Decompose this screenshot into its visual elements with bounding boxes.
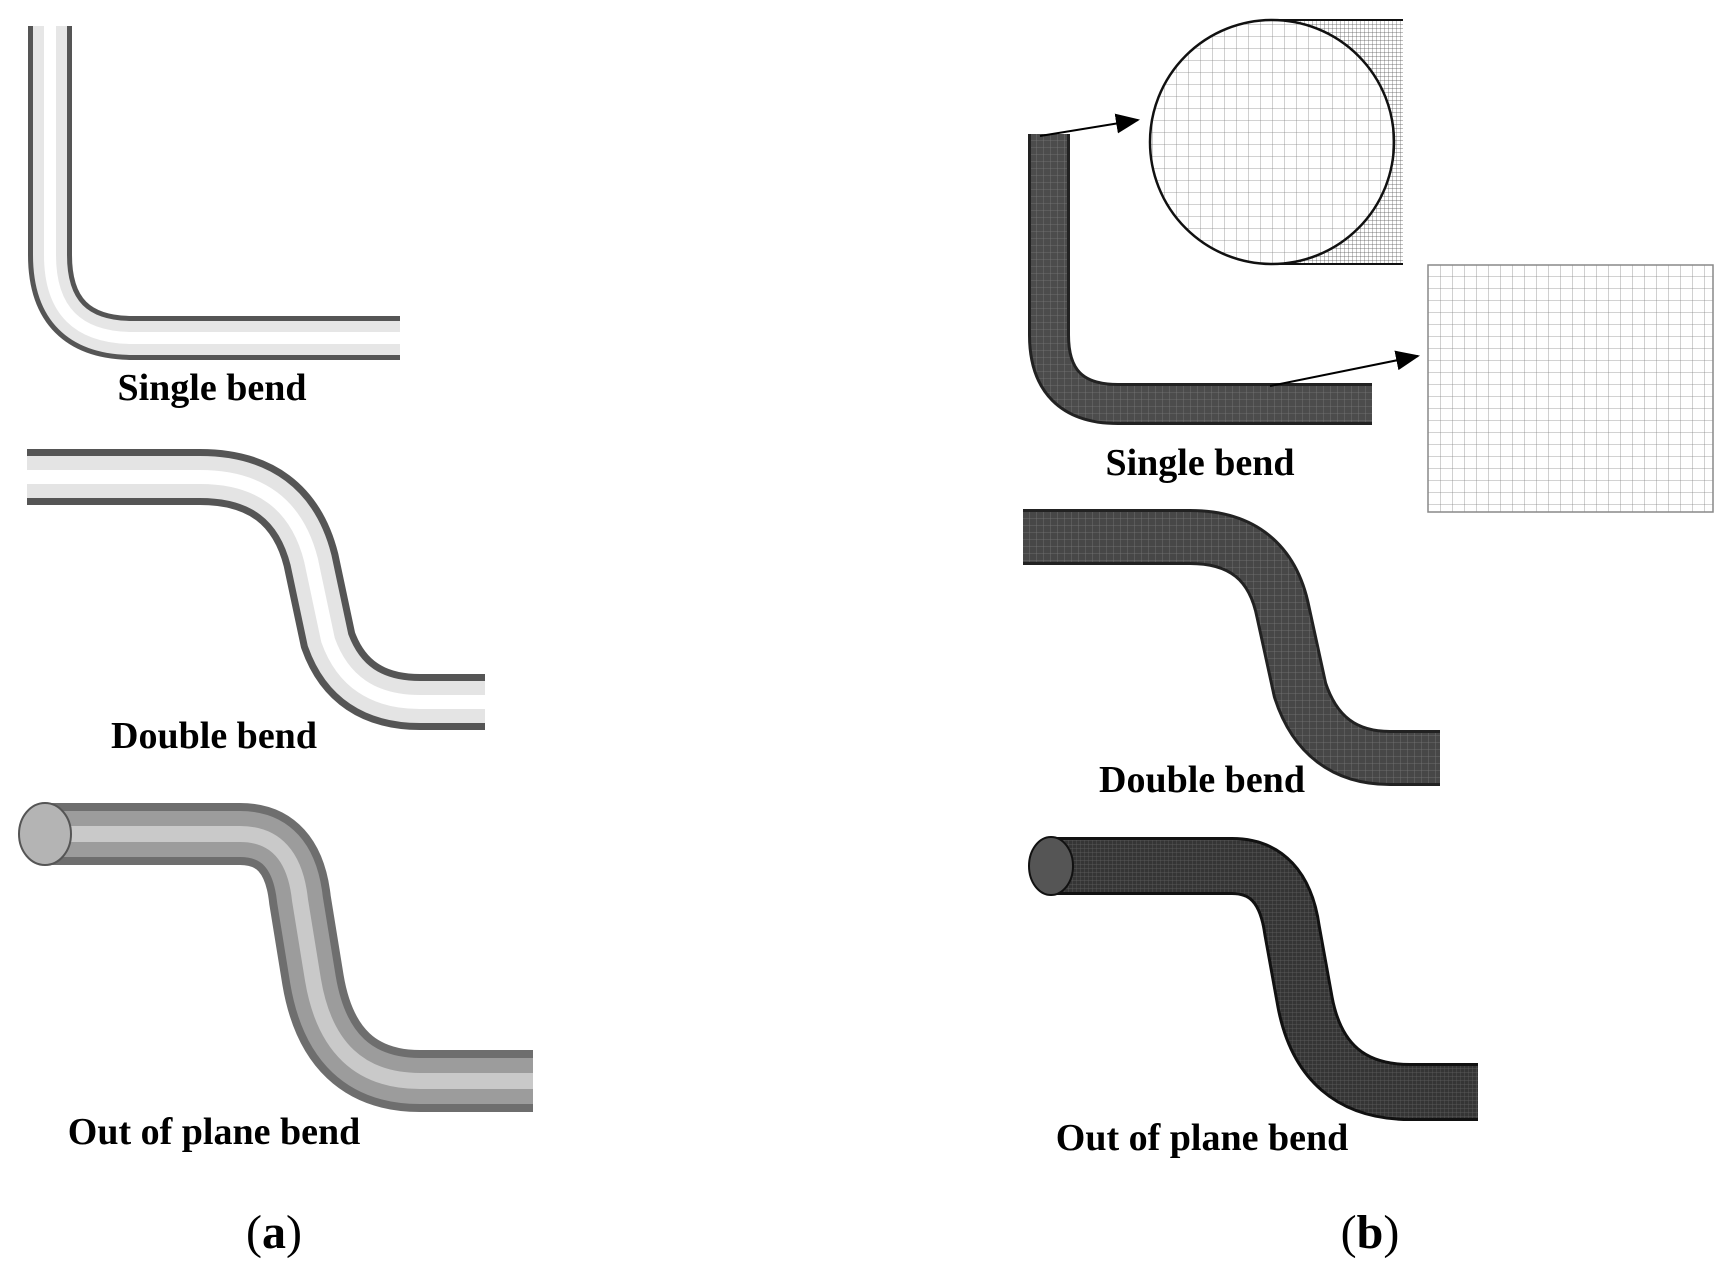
panel-a-letter: a [262,1206,286,1259]
out-of-plane-bend-shaded-pipe [18,802,533,1112]
double-bend-shaded-pipe [27,449,485,730]
single-bend-mesh-pipe [1028,134,1372,425]
single-bend-label-a: Single bend [117,367,306,409]
double-bend-mesh-pipe [1023,509,1440,786]
single-bend-shaded-pipe [28,26,400,360]
panel-b-label: (b) [1341,1206,1400,1259]
panel-b-letter: b [1357,1206,1384,1259]
panel-b: Single bend Double bend Out of plane ben… [1023,18,1714,1259]
double-bend-label-a: Double bend [111,715,317,757]
panel-a-label: (a) [246,1206,302,1259]
out-of-plane-bend-label-a: Out of plane bend [68,1111,360,1153]
panel-a: Single bend Double bend Out of plane ben… [18,26,533,1259]
arrow-to-cross-section [1039,113,1140,137]
out-of-plane-bend-label-b: Out of plane bend [1056,1117,1348,1159]
double-bend-label-b: Double bend [1099,759,1305,801]
arrow-to-surface-mesh [1269,350,1420,387]
surface-mesh-inset [1427,264,1714,513]
out-of-plane-bend-mesh-pipe [1028,836,1478,1121]
single-bend-label-b: Single bend [1105,442,1294,484]
cross-section-mesh-inset [1148,18,1403,266]
